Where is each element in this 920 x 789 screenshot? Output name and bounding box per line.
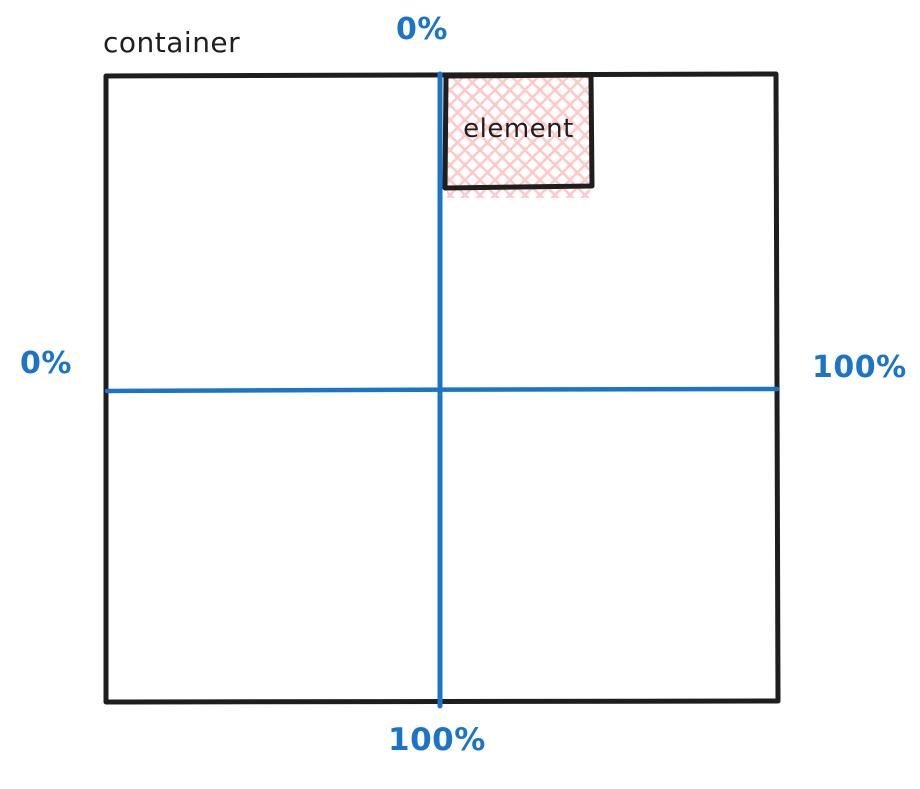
element-hatch-fill bbox=[447, 77, 590, 198]
vertical-axis-top-label: 0% bbox=[396, 12, 448, 47]
container-label: container bbox=[103, 26, 241, 59]
element-box bbox=[442, 72, 595, 191]
horizontal-axis-right-label: 100% bbox=[812, 350, 907, 385]
element-label: element bbox=[463, 114, 574, 144]
horizontal-axis-left-label: 0% bbox=[20, 346, 72, 381]
vertical-axis-line bbox=[437, 71, 443, 709]
vertical-axis-bottom-label: 100% bbox=[388, 722, 486, 758]
horizontal-axis-line bbox=[104, 386, 780, 394]
